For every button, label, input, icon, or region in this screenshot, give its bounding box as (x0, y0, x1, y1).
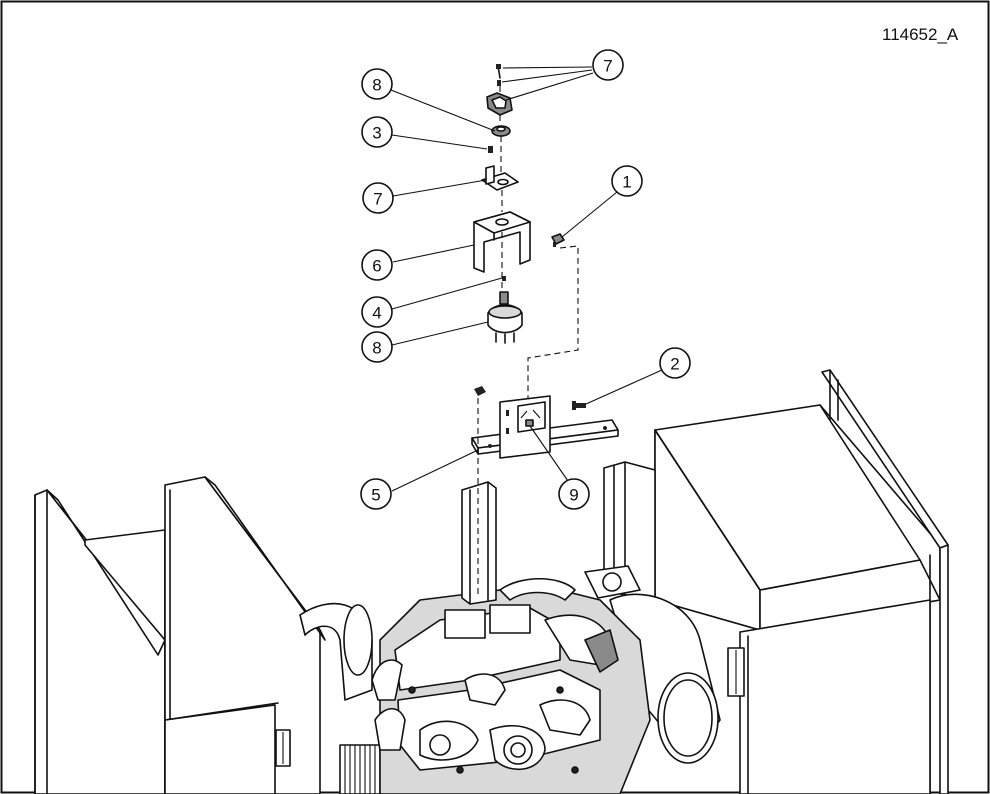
callout-5: 5 (360, 478, 392, 510)
svg-text:2: 2 (670, 355, 679, 374)
svg-text:8: 8 (372, 339, 381, 358)
callout-6: 6 (361, 249, 393, 281)
air-intake-elbow (299, 602, 373, 701)
screw-pair (496, 64, 501, 86)
muffler (584, 565, 721, 764)
svg-text:1: 1 (622, 173, 631, 192)
callout-4: 4 (361, 296, 393, 328)
rotary-switch (487, 291, 523, 344)
generator-enclosure (34, 369, 949, 794)
callout-3: 3 (361, 116, 393, 148)
callout-7-top: 7 (592, 49, 624, 81)
svg-text:7: 7 (603, 57, 612, 76)
cable-clamp-upper (486, 92, 513, 116)
switch-bracket (473, 211, 531, 273)
drawing-id: 114652_A (882, 25, 959, 44)
assembly-center-lines (477, 86, 579, 598)
radiator-grille (339, 744, 381, 794)
svg-text:8: 8 (372, 76, 381, 95)
enclosure-right-door (727, 599, 931, 794)
hex-nut (474, 386, 486, 396)
callout-2: 2 (659, 347, 691, 379)
svg-text:4: 4 (372, 304, 381, 323)
grommet-nut (491, 125, 511, 137)
svg-text:9: 9 (569, 486, 578, 505)
enclosure-left-middle-panel (164, 476, 326, 794)
small-screw (488, 146, 493, 153)
exploded-parts (471, 64, 619, 459)
svg-text:3: 3 (372, 124, 381, 143)
callout-7-middle: 7 (362, 182, 394, 214)
mounting-plate (481, 165, 519, 191)
callout-8-bottom: 8 (361, 331, 393, 363)
support-channel (461, 481, 497, 605)
control-panel-plate (499, 395, 551, 459)
leader-lines (390, 66, 663, 492)
svg-text:7: 7 (373, 190, 382, 209)
svg-text:5: 5 (371, 486, 380, 505)
callout-9: 9 (558, 478, 590, 510)
callout-8-top: 8 (361, 68, 393, 100)
bolt (572, 401, 586, 410)
small-nut (502, 276, 506, 281)
engine-block (371, 577, 651, 794)
enclosure-right-housing (654, 369, 949, 794)
callout-1: 1 (611, 165, 643, 197)
svg-text:6: 6 (372, 257, 381, 276)
terminal-connector (551, 233, 565, 247)
